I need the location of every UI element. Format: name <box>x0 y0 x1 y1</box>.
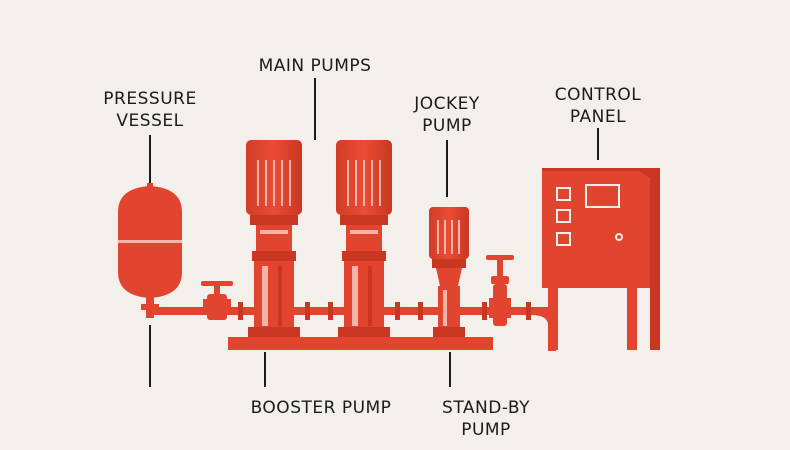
label-standby-pump-line1: STAND-BY <box>442 398 530 418</box>
label-pressure-vessel-line2: VESSEL <box>116 111 184 131</box>
label-standby-pump-line2: PUMP <box>461 420 511 440</box>
label-jockey-pump-line2: PUMP <box>422 116 472 136</box>
main-pump-2 <box>336 140 392 337</box>
base-plate <box>228 337 493 350</box>
jockey-pump <box>429 207 469 337</box>
main-pump-1 <box>246 140 302 337</box>
gate-valve-1 <box>201 281 233 320</box>
label-standby-pump: STAND-BY PUMP <box>442 397 530 441</box>
label-jockey-pump: JOCKEY PUMP <box>414 93 480 137</box>
label-control-panel-line1: CONTROL <box>554 85 642 105</box>
pipe-flanges <box>238 302 531 320</box>
label-main-pumps: MAIN PUMPS <box>259 55 372 77</box>
label-pressure-vessel-line1: PRESSURE <box>103 89 197 109</box>
label-control-panel-line2: PANEL <box>569 107 627 127</box>
control-panel <box>542 168 660 350</box>
label-control-panel: CONTROL PANEL <box>555 84 642 128</box>
gate-valve-2 <box>486 255 514 326</box>
leader-lines <box>149 78 599 387</box>
label-booster-pump: BOOSTER PUMP <box>251 397 392 419</box>
label-pressure-vessel: PRESSURE VESSEL <box>103 88 196 132</box>
pressure-vessel <box>118 183 182 318</box>
label-booster-pump-line1: BOOSTER PUMP <box>250 398 392 418</box>
label-jockey-pump-line1: JOCKEY <box>414 94 480 114</box>
label-main-pumps-line1: MAIN PUMPS <box>258 56 372 76</box>
